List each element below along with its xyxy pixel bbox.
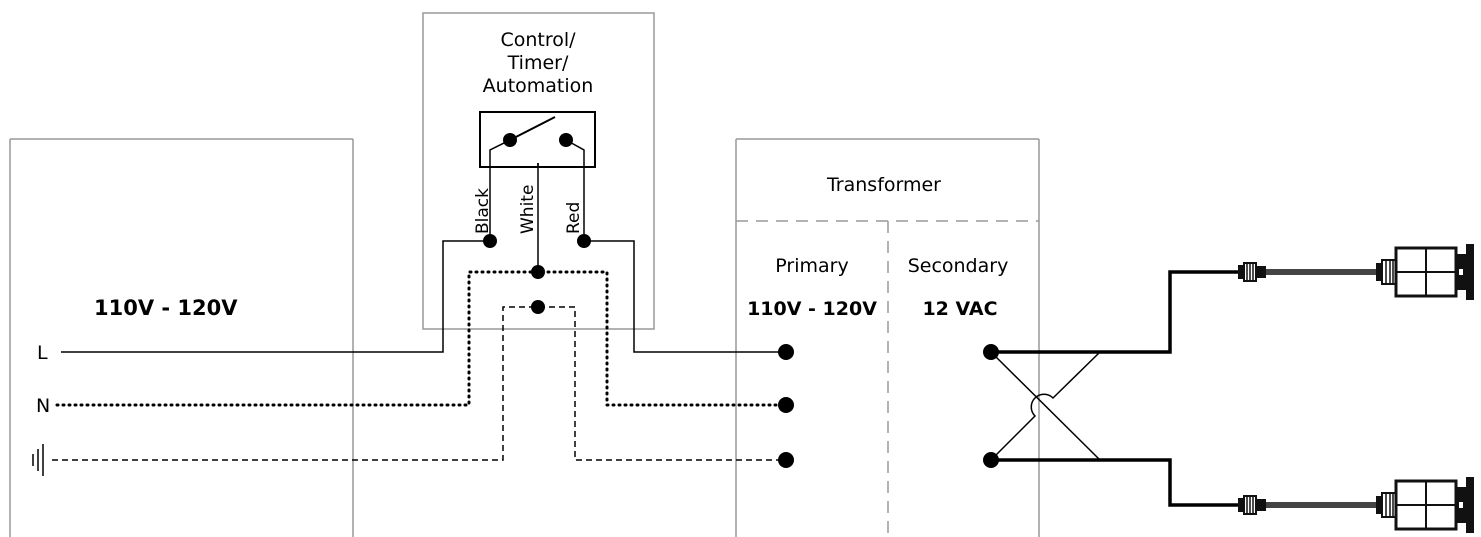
cross-wire-a: [990, 351, 1101, 461]
primary-voltage: 110V - 120V: [747, 298, 877, 320]
primary-terminal-neutral: [778, 397, 794, 413]
switch-box: [479, 111, 596, 168]
primary-label: Primary: [775, 255, 848, 277]
ground-wire: [52, 306, 786, 461]
ground-symbol-icon: [32, 444, 44, 476]
secondary-label: Secondary: [908, 255, 1009, 277]
line-label: L: [37, 342, 48, 364]
switched-hot-wire: [584, 240, 786, 353]
neutral-wire: [55, 270, 788, 407]
control-title-line-1: Control/: [500, 29, 576, 51]
output-wire-bottom: [991, 458, 1240, 507]
primary-terminal-ground: [778, 452, 794, 468]
transformer-title: Transformer: [826, 174, 941, 196]
neutral-label: N: [36, 395, 50, 417]
panel-box: [9, 138, 354, 537]
wire-label-black: Black: [473, 188, 493, 234]
wire-label-white: White: [518, 185, 538, 234]
fixture-bottom-icon: [1236, 475, 1476, 535]
cross-wire-b: [990, 351, 1101, 461]
control-title-line-3: Automation: [483, 75, 594, 97]
control-box: [422, 12, 655, 330]
wire-label-red: Red: [564, 202, 584, 234]
terminal-ground: [531, 300, 545, 314]
line-wire: [61, 240, 490, 353]
control-title-line-2: Timer/: [507, 52, 569, 74]
transformer-box: [735, 138, 1040, 537]
secondary-voltage: 12 VAC: [922, 298, 997, 320]
fixture-top-icon: [1236, 242, 1476, 302]
switch-lever: [509, 116, 556, 141]
panel-voltage: 110V - 120V: [94, 296, 238, 320]
primary-terminal-hot: [778, 344, 794, 360]
output-wire-top: [991, 270, 1240, 354]
